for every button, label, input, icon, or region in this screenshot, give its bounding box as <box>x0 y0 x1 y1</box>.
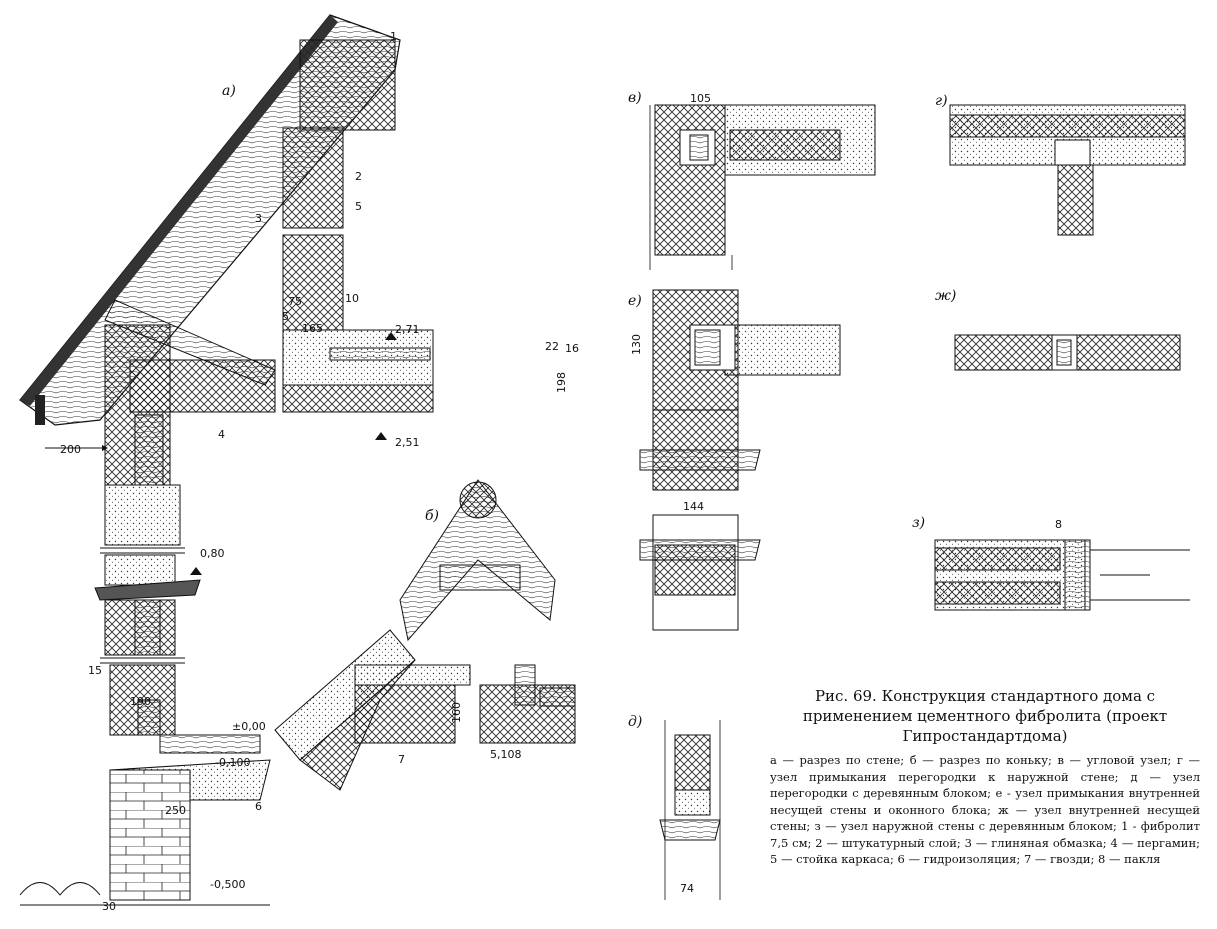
dim-198: 198 <box>555 372 568 393</box>
panel-label-zh: ж) <box>935 288 956 304</box>
panel-label-a: а) <box>222 83 236 99</box>
panel-e-inner-wall-node <box>639 289 841 631</box>
callout-1: 1 <box>390 30 397 43</box>
dim-190: 190 <box>130 695 151 708</box>
dim-130: 130 <box>630 334 643 355</box>
dimension-labels: 200 165 75 5 10 15 190 250 30 198 22 16 … <box>45 92 711 913</box>
mark-0-80: 0,80 <box>200 547 225 560</box>
panel-v-corner-node <box>649 104 876 270</box>
dim-105: 105 <box>690 92 711 105</box>
panel-zh-bearing-wall <box>954 334 1181 371</box>
callout-3: 3 <box>255 212 262 225</box>
dim-22: 22 <box>545 340 559 353</box>
callout-7: 7 <box>398 753 405 766</box>
dim-165: 165 <box>302 322 323 335</box>
panel-d-partition-block <box>659 720 721 900</box>
dim-250: 250 <box>165 804 186 817</box>
dim-15: 15 <box>88 664 102 677</box>
mark-5-108: 5,108 <box>490 748 522 761</box>
panel-a-wall-section <box>19 14 434 906</box>
mark-minus-0-100: -0,100 <box>215 756 250 769</box>
callout-2: 2 <box>355 170 362 183</box>
caption-title: Рис. 69. Конструкция стандартного дома с… <box>802 687 1168 745</box>
caption-legend: а — разрез по стене; б — разрез по коньк… <box>770 753 1200 866</box>
panel-g-partition-node <box>949 104 1186 236</box>
dim-5: 5 <box>282 310 289 323</box>
panel-label-z: з) <box>912 515 925 531</box>
panel-label-d: д) <box>628 714 642 730</box>
dim-30: 30 <box>102 900 116 913</box>
dim-74: 74 <box>680 882 694 895</box>
panel-b-ridge-section <box>274 479 576 791</box>
mark-2-51: 2,51 <box>395 436 420 449</box>
panel-z-outer-wall-node <box>934 539 1190 611</box>
panel-label-v: в) <box>628 90 642 106</box>
panel-label-b: б) <box>425 508 439 524</box>
mark-minus-0-500: -0,500 <box>210 878 245 891</box>
dim-10: 10 <box>345 292 359 305</box>
dim-200: 200 <box>60 443 81 456</box>
panel-label-e: е) <box>628 293 642 309</box>
mark-0-00: ±0,00 <box>232 720 266 733</box>
callout-4: 4 <box>218 428 225 441</box>
dim-16: 16 <box>565 342 579 355</box>
dim-75: 75 <box>288 295 302 308</box>
callout-5: 5 <box>355 200 362 213</box>
callout-8: 8 <box>1055 518 1062 531</box>
elevation-marks: 2,71 2,51 0,80 ±0,00 -0,100 -0,500 5,108 <box>190 323 522 891</box>
dim-160: 160 <box>450 702 463 723</box>
callout-6: 6 <box>255 800 262 813</box>
dim-144: 144 <box>683 500 704 513</box>
mark-2-71: 2,71 <box>395 323 420 336</box>
panel-label-g: г) <box>935 93 948 109</box>
callout-numbers: 1 2 3 4 5 6 7 8 <box>218 30 1062 813</box>
figure-caption: Рис. 69. Конструкция стандартного дома с… <box>770 686 1200 868</box>
